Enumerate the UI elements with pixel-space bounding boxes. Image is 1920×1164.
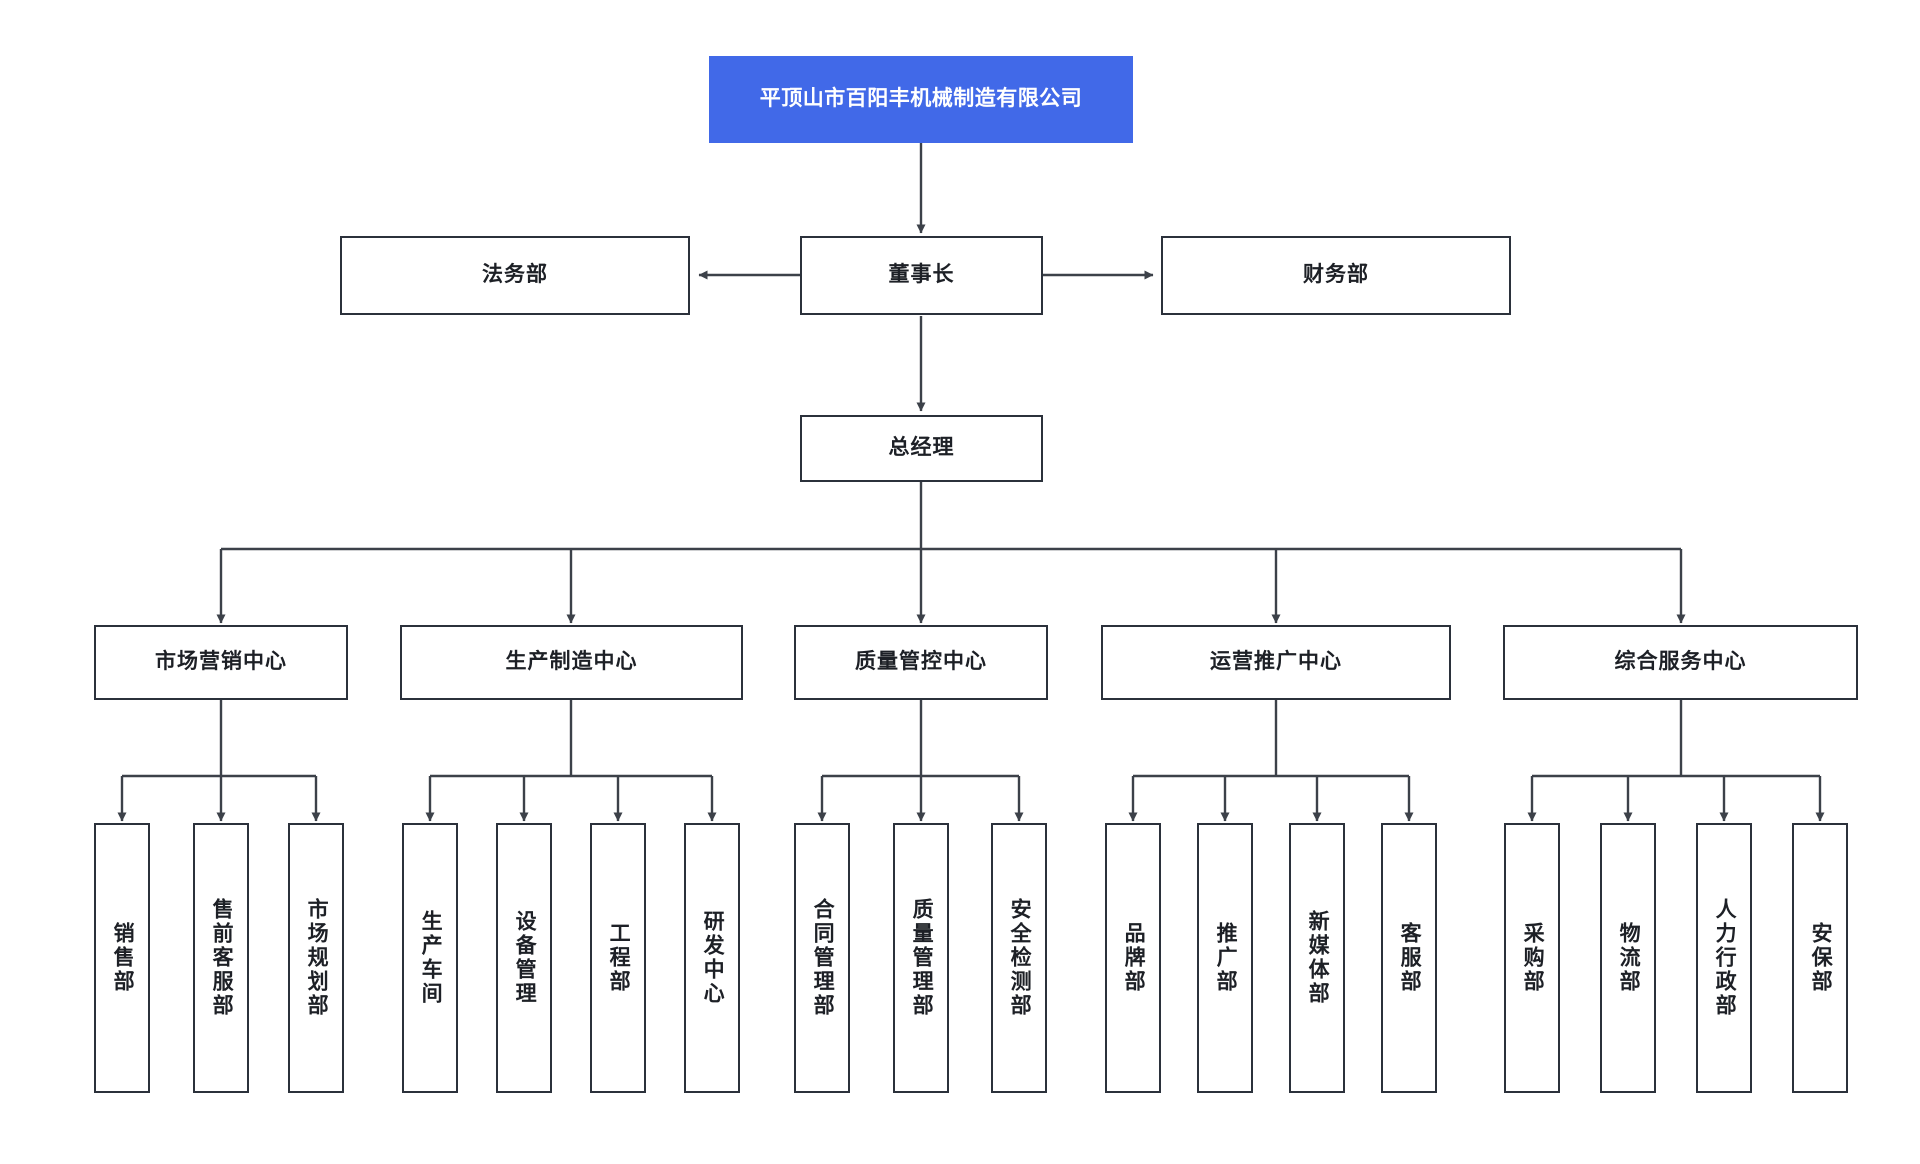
node-dept-sales[interactable]: 销售部 [94, 823, 150, 1093]
node-label-dept-brand: 品牌部 [1122, 922, 1146, 994]
node-center-marketing[interactable]: 市场营销中心 [94, 625, 348, 700]
node-general-manager[interactable]: 总经理 [800, 415, 1043, 482]
node-label-dept-procurement: 采购部 [1521, 922, 1545, 994]
node-dept-engineering[interactable]: 工程部 [590, 823, 646, 1093]
node-label-center-general-services: 综合服务中心 [1614, 650, 1747, 674]
node-center-manufacturing[interactable]: 生产制造中心 [400, 625, 743, 700]
node-label-dept-market-planning: 市场规划部 [305, 898, 329, 1018]
node-dept-presales-service[interactable]: 售前客服部 [193, 823, 249, 1093]
node-label-dept-sales: 销售部 [111, 922, 135, 994]
node-dept-brand[interactable]: 品牌部 [1105, 823, 1161, 1093]
node-label-dept-logistics: 物流部 [1617, 922, 1641, 994]
node-center-general-services[interactable]: 综合服务中心 [1503, 625, 1858, 700]
node-chairman[interactable]: 董事长 [800, 236, 1043, 315]
node-label-dept-promotion: 推广部 [1214, 922, 1238, 994]
node-label-dept-quality-management: 质量管理部 [910, 898, 934, 1018]
node-dept-promotion[interactable]: 推广部 [1197, 823, 1253, 1093]
node-label-dept-equipment-management: 设备管理 [513, 910, 537, 1006]
node-dept-rnd-center[interactable]: 研发中心 [684, 823, 740, 1093]
node-label-finance: 财务部 [1303, 263, 1369, 287]
node-label-dept-rnd-center: 研发中心 [701, 910, 725, 1006]
node-dept-equipment-management[interactable]: 设备管理 [496, 823, 552, 1093]
node-dept-procurement[interactable]: 采购部 [1504, 823, 1560, 1093]
node-label-center-manufacturing: 生产制造中心 [505, 650, 638, 674]
node-dept-contract-management[interactable]: 合同管理部 [794, 823, 850, 1093]
node-label-dept-production-workshop: 生产车间 [419, 910, 443, 1006]
node-label-dept-safety-inspection: 安全检测部 [1008, 898, 1032, 1018]
node-dept-safety-inspection[interactable]: 安全检测部 [991, 823, 1047, 1093]
node-label-dept-hr-administration: 人力行政部 [1713, 898, 1737, 1018]
node-label-center-marketing: 市场营销中心 [155, 650, 287, 674]
node-company-root[interactable]: 平顶山市百阳丰机械制造有限公司 [709, 56, 1133, 143]
node-label-dept-new-media: 新媒体部 [1306, 910, 1330, 1006]
node-label-dept-contract-management: 合同管理部 [811, 898, 835, 1018]
node-label-company: 平顶山市百阳丰机械制造有限公司 [759, 87, 1083, 111]
node-label-legal: 法务部 [482, 263, 548, 287]
node-label-dept-customer-service: 客服部 [1398, 922, 1422, 994]
node-dept-production-workshop[interactable]: 生产车间 [402, 823, 458, 1093]
node-label-dept-engineering: 工程部 [607, 922, 631, 994]
node-finance-department[interactable]: 财务部 [1161, 236, 1511, 315]
node-center-quality[interactable]: 质量管控中心 [794, 625, 1048, 700]
node-dept-market-planning[interactable]: 市场规划部 [288, 823, 344, 1093]
node-label-dept-security: 安保部 [1809, 922, 1833, 994]
node-dept-security[interactable]: 安保部 [1792, 823, 1848, 1093]
node-dept-hr-administration[interactable]: 人力行政部 [1696, 823, 1752, 1093]
node-label-chairman: 董事长 [888, 263, 955, 287]
node-dept-logistics[interactable]: 物流部 [1600, 823, 1656, 1093]
node-label-dept-presales-service: 售前客服部 [210, 898, 234, 1018]
node-label-center-operations: 运营推广中心 [1210, 650, 1342, 674]
node-center-operations[interactable]: 运营推广中心 [1101, 625, 1451, 700]
node-dept-new-media[interactable]: 新媒体部 [1289, 823, 1345, 1093]
node-label-center-quality: 质量管控中心 [855, 650, 987, 674]
node-dept-quality-management[interactable]: 质量管理部 [893, 823, 949, 1093]
node-label-general-manager: 总经理 [888, 436, 955, 460]
node-legal-department[interactable]: 法务部 [340, 236, 690, 315]
node-dept-customer-service[interactable]: 客服部 [1381, 823, 1437, 1093]
